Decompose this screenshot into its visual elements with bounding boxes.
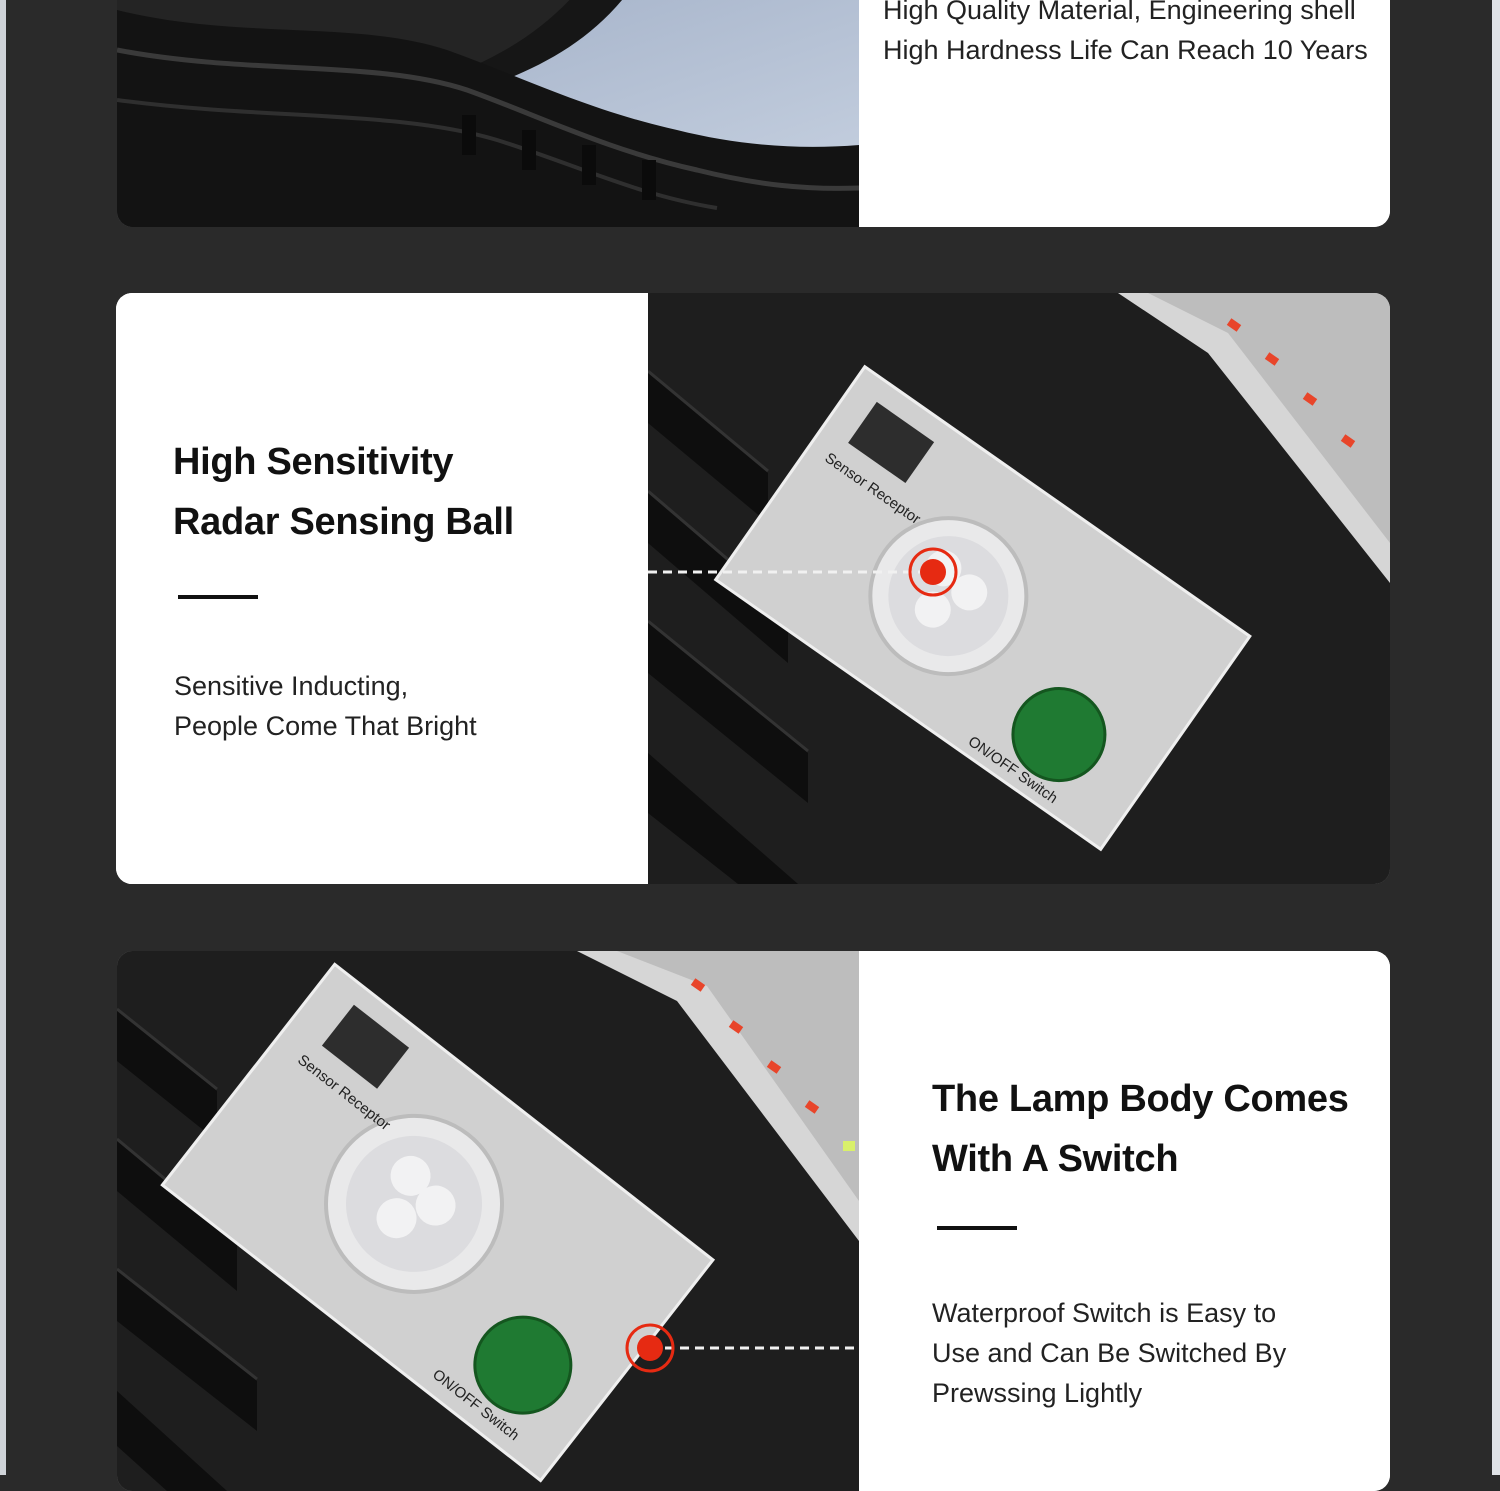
sensor-body-line-1: Sensitive Inducting, [174, 671, 409, 701]
switch-title-rule [937, 1226, 1017, 1230]
left-edge-strip [0, 0, 6, 1475]
switch-title-line-2: With A Switch [932, 1138, 1179, 1180]
shell-line-2: High Hardness Life Can Reach 10 Years [883, 35, 1368, 65]
sensor-body-line-2: People Come That Bright [174, 711, 477, 741]
sensor-title: High Sensitivity Radar Sensing Ball [173, 432, 514, 552]
shell-description: High Quality Material, Engineering shell… [883, 0, 1368, 70]
sensor-panel-photo: Sensor Receptor ON/OFF Switch [648, 293, 1390, 884]
lamp-shell-photo [117, 0, 859, 227]
shell-text-pane: High Quality Material, Engineering shell… [859, 0, 1390, 227]
switch-body-line-1: Waterproof Switch is Easy to [932, 1298, 1277, 1328]
feature-card-sensor: High Sensitivity Radar Sensing Ball Sens… [116, 293, 1390, 884]
feature-card-shell: High Quality Material, Engineering shell… [117, 0, 1390, 227]
sensor-title-line-2: Radar Sensing Ball [173, 501, 514, 543]
switch-body-line-2: Use and Can Be Switched By [932, 1338, 1287, 1368]
switch-text-pane: The Lamp Body Comes With A Switch Waterp… [859, 951, 1390, 1491]
shell-line-1: High Quality Material, Engineering shell [883, 0, 1356, 25]
switch-panel-photo: Sensor Receptor ON/OFF Switch [117, 951, 859, 1491]
switch-body-line-3: Prewssing Lightly [932, 1378, 1143, 1408]
sensor-title-rule [178, 595, 258, 599]
switch-title-line-1: The Lamp Body Comes [932, 1078, 1349, 1120]
feature-card-switch: Sensor Receptor ON/OFF Switch The Lamp B… [117, 951, 1390, 1491]
sensor-title-line-1: High Sensitivity [173, 441, 454, 483]
switch-description: Waterproof Switch is Easy to Use and Can… [932, 1293, 1286, 1413]
sensor-description: Sensitive Inducting, People Come That Br… [174, 666, 477, 746]
right-edge-strip [1492, 0, 1500, 1475]
sensor-text-pane: High Sensitivity Radar Sensing Ball Sens… [116, 293, 648, 884]
switch-title: The Lamp Body Comes With A Switch [932, 1069, 1349, 1189]
